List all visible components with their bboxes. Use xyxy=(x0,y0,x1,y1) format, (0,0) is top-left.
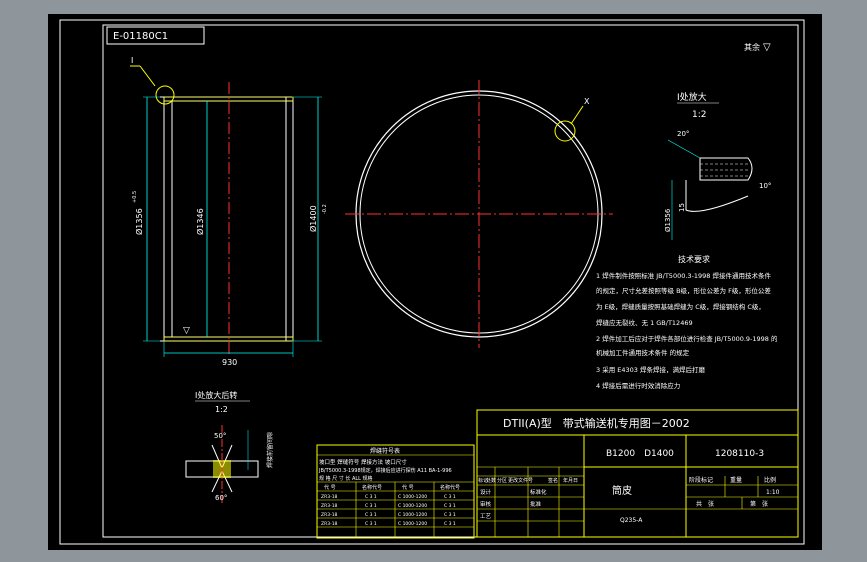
sub-table-header: 名称代号 xyxy=(440,484,460,491)
sheet-of: 第 张 xyxy=(750,500,768,508)
sheet-border-inner xyxy=(102,24,799,538)
stage-label: 阶段标记 xyxy=(689,476,713,484)
detail-angle2: 10° xyxy=(759,182,771,190)
sub-table-cell: C 1000-1200 xyxy=(398,494,427,500)
sub-table-cell: C 3 1 xyxy=(365,503,377,509)
dim-drum-dia: Ø1400 xyxy=(308,205,318,232)
drum-side-view: I xyxy=(130,56,294,356)
sub-table-title: 焊缝符号表 xyxy=(370,447,400,455)
technical-notes: 技术要求 1 焊件制件按照标准 JB/T5000.3-1998 焊接件通用技术条… xyxy=(596,254,778,390)
sub-table-cell: ZR3-18 xyxy=(321,494,338,500)
sub-table-header: 代 号 xyxy=(402,484,414,491)
sub-table-cell: C 3 1 xyxy=(365,512,377,518)
detail-I-enlarged: I处放大 1:2 20° 10° Ø1356 15 xyxy=(664,91,771,240)
drum-end-view: X xyxy=(345,80,613,348)
detail-scale: 1:2 xyxy=(692,110,706,120)
note-line: 的规定，尺寸允差按照等级 B级，形位公差为 F级，形位公差 xyxy=(596,286,771,295)
sub-table-cell: ZR3-18 xyxy=(321,512,338,518)
rev-col: 标记 xyxy=(478,477,488,484)
title-part-name: 筒皮 xyxy=(612,484,632,497)
note-line: 2 焊件加工后应对于焊件各部位进行检查 JB/T5000.9-1998 的 xyxy=(596,334,778,343)
sub-table-header: 名称代号 xyxy=(362,484,382,491)
sub-table-cell: ZR3-18 xyxy=(321,521,338,527)
weight-label: 重量 xyxy=(730,476,742,484)
role-label: 批准 xyxy=(530,500,542,508)
role-label: 标准化 xyxy=(530,488,547,496)
sub-table-cell: C 3 1 xyxy=(444,521,456,527)
note-line: 4 焊接后需进行时效消除应力 xyxy=(596,381,680,390)
title-block: DTII(A)型 带式输送机专用图－2002 B1200 D1400 12081… xyxy=(476,409,799,538)
dim-inner-dia: Ø1346 xyxy=(195,208,205,235)
role-label: 审核 xyxy=(480,500,492,508)
detail2-angle-top: 50° xyxy=(214,432,226,440)
sub-table-cell: C 3 1 xyxy=(444,494,456,500)
sub-table-cell: C 1000-1200 xyxy=(398,512,427,518)
rev-col: 处数 xyxy=(486,477,496,484)
sub-table-cell: C 3 1 xyxy=(365,521,377,527)
detail-title: I处放大 xyxy=(677,91,707,103)
roughness-symbol-icon: ▽ xyxy=(763,42,771,53)
weld-symbol-table: 焊缝符号表 坡口型 焊缝符号 焊接方法 坡口尺寸 JB/T5000.3-1998… xyxy=(316,444,475,539)
surface-mark-text: 其余 xyxy=(744,42,760,52)
detail2-angle-bottom: 60° xyxy=(215,494,227,502)
side-view-dimensions: Ø1356 +0.5 Ø1346 Ø1400 -0.2 930 ▽ xyxy=(132,96,328,367)
sub-table-cell: C 1000-1200 xyxy=(398,503,427,509)
note-line: 焊缝应无裂纹、无 1 GB/T12469 xyxy=(596,318,693,327)
sub-table-row: 坡口型 焊缝符号 焊接方法 坡口尺寸 xyxy=(319,458,407,466)
detail2-title: I处放大后转 xyxy=(195,390,237,400)
title-drawing-no: 1208110-3 xyxy=(715,449,764,459)
rev-col: 年月日 xyxy=(563,477,578,484)
sheet-count: 共 张 xyxy=(696,500,714,508)
rev-col: 签名 xyxy=(548,477,558,484)
title-main: DTII(A)型 带式输送机专用图－2002 xyxy=(503,416,690,430)
sheet-border-outer xyxy=(59,19,805,545)
detail-dia: Ø1356 xyxy=(664,208,672,232)
sub-table-cell: C 3 1 xyxy=(444,503,456,509)
detail-angle1: 20° xyxy=(677,130,689,138)
detail-II-weld: I处放大后转 1:2 50° 60° 焊接前留间隙 xyxy=(185,390,274,505)
role-label: 工艺 xyxy=(480,513,492,520)
sub-table-row: 规 格 尺 寸 长 ALL 规格 xyxy=(319,475,373,482)
roughness-mark-icon: ▽ xyxy=(183,326,190,336)
dim-drum-tol: -0.2 xyxy=(322,204,328,214)
dim-outer-dia: Ø1356 xyxy=(134,208,144,235)
title-material: Q235-A xyxy=(620,517,643,524)
note-line: 3 采用 E4303 焊条焊接，满焊后打磨 xyxy=(596,365,705,374)
notes-heading: 技术要求 xyxy=(678,254,710,264)
dim-length: 930 xyxy=(222,358,237,367)
scale-value: 1:10 xyxy=(766,489,780,496)
detail-ref-label: I xyxy=(131,56,133,65)
sub-table-cell: ZR3-18 xyxy=(321,503,338,509)
detail-circle-I xyxy=(155,85,175,105)
detail-ref-small: X xyxy=(584,97,590,106)
detail2-side-note: 焊接前留间隙 xyxy=(266,432,274,468)
drawing-number-box xyxy=(106,26,205,45)
dim-outer-tol: +0.5 xyxy=(132,191,138,203)
note-line: 为 E级，焊缝质量按照基础焊缝为 C级，焊接钢结构 C级， xyxy=(596,302,765,311)
detail-circle-X xyxy=(554,120,576,142)
rev-col: 分区 xyxy=(497,477,507,484)
detail2-scale: 1:2 xyxy=(215,405,228,414)
drawing-number: E-01180C1 xyxy=(113,31,168,42)
rev-col: 更改文件号 xyxy=(508,477,533,484)
note-line: 1 焊件制件按照标准 JB/T5000.3-1998 焊接件通用技术条件 xyxy=(596,271,772,280)
title-spec: B1200 D1400 xyxy=(606,449,674,459)
sub-table-header: 代 号 xyxy=(324,484,336,491)
scale-label: 比例 xyxy=(764,476,776,484)
sub-table-cell: C 3 1 xyxy=(365,494,377,500)
sub-table-row: JB/T5000.3-1998规定，焊接后应进行探伤 A11 BA-1-996 xyxy=(318,467,452,474)
detail-dim: 15 xyxy=(678,203,686,212)
sub-table-cell: C 1000-1200 xyxy=(398,521,427,527)
role-label: 设计 xyxy=(480,488,492,496)
sub-table-cell: C 3 1 xyxy=(444,512,456,518)
note-line: 机械加工件通用技术条件 的规定 xyxy=(596,348,690,357)
